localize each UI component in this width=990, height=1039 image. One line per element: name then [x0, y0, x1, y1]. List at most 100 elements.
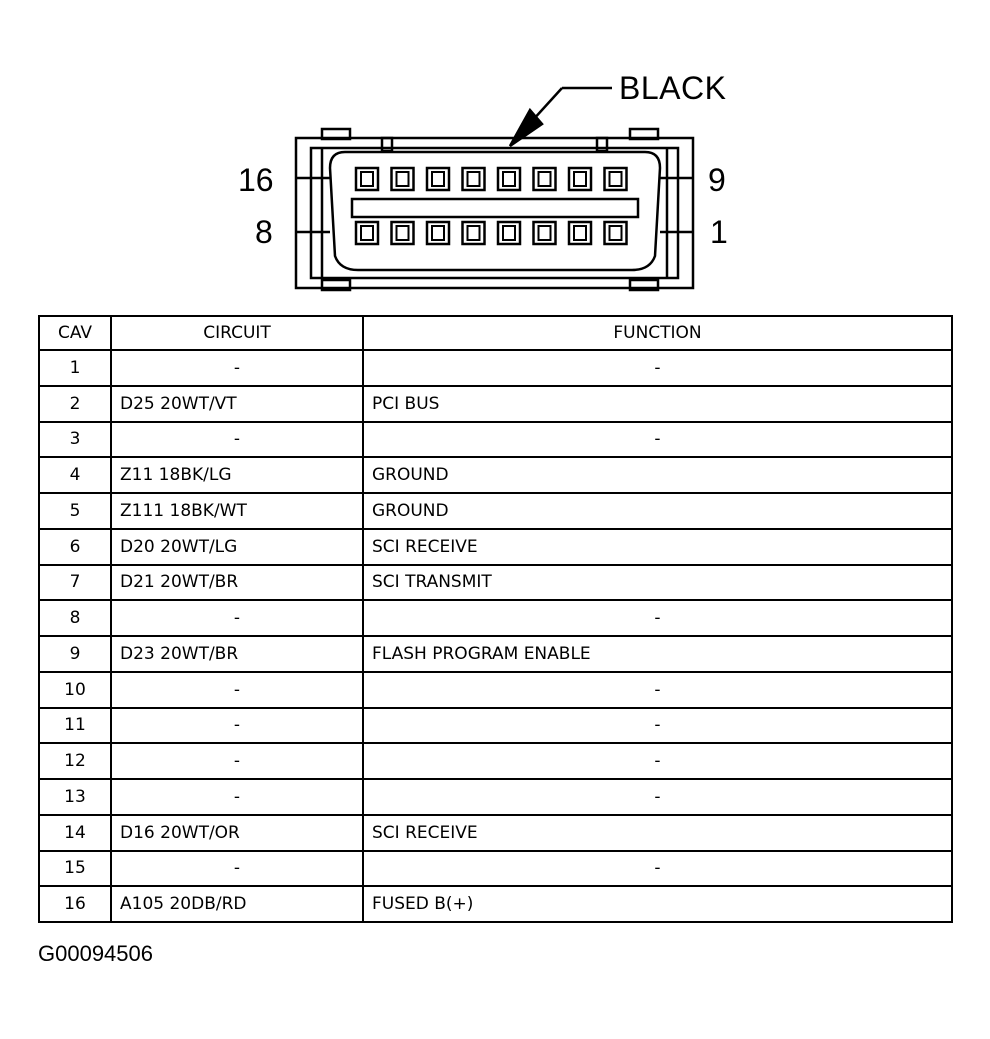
- connector-shroud: [328, 150, 662, 272]
- pin-cavity: [354, 166, 380, 192]
- cell-function: FUSED B(+): [362, 885, 953, 923]
- pin-cavity: [354, 220, 380, 246]
- cell-circuit: D21 20WT/BR: [110, 563, 364, 602]
- cell-cav: 10: [38, 670, 112, 709]
- pin-label-bottom-right: 1: [710, 214, 728, 250]
- pin-cavity: [390, 166, 415, 192]
- pin-cavity: [496, 166, 522, 192]
- cell-circuit: A105 20DB/RD: [110, 885, 364, 923]
- table-row: 3--: [38, 420, 953, 459]
- pin-label-top-left: 16: [238, 162, 274, 198]
- pin-terminal: [502, 171, 516, 187]
- pin-cavity: [603, 220, 628, 246]
- connector-color-label: BLACK: [619, 70, 727, 106]
- pin-row-top: [354, 166, 628, 192]
- pin-terminal: [537, 225, 552, 241]
- pin-cavity: [532, 220, 557, 246]
- table-header-row: CAV CIRCUIT FUNCTION: [38, 315, 953, 351]
- table-row: 12--: [38, 742, 953, 780]
- cell-function: GROUND: [362, 456, 953, 494]
- cell-function: -: [362, 670, 953, 709]
- cell-circuit: -: [110, 706, 364, 745]
- cell-function: -: [362, 849, 953, 888]
- pin-terminal: [395, 225, 410, 241]
- table-row: 13--: [38, 778, 953, 816]
- connector-diagram: [294, 86, 695, 292]
- cell-cav: 15: [38, 849, 112, 888]
- connector-key-bar: [350, 197, 640, 219]
- cell-cav: 1: [38, 349, 112, 387]
- cell-circuit: -: [110, 742, 364, 780]
- pin-cavity: [461, 220, 486, 246]
- cell-function: SCI RECEIVE: [362, 527, 953, 566]
- pin-cavity: [567, 166, 593, 192]
- cell-cav: 8: [38, 599, 112, 637]
- pin-cavity: [603, 166, 628, 192]
- pin-terminal: [360, 171, 374, 187]
- pin-terminal: [360, 225, 374, 241]
- cell-circuit: D25 20WT/VT: [110, 384, 364, 423]
- pin-row-bottom: [354, 220, 628, 246]
- table-row: 11--: [38, 706, 953, 745]
- pin-cavity: [461, 166, 486, 192]
- cell-function: -: [362, 599, 953, 637]
- cell-function: -: [362, 420, 953, 459]
- cell-cav: 3: [38, 420, 112, 459]
- cell-cav: 13: [38, 778, 112, 816]
- pin-terminal: [431, 225, 445, 241]
- pin-terminal: [608, 225, 623, 241]
- table-row: 10--: [38, 670, 953, 709]
- connector-frame: [309, 146, 680, 280]
- cell-circuit: -: [110, 599, 364, 637]
- table-row: 8--: [38, 599, 953, 637]
- housing-tab-left-bottom: [320, 278, 352, 292]
- housing-tab-left-top: [320, 127, 352, 141]
- pin-cavity: [390, 220, 415, 246]
- cell-function: -: [362, 778, 953, 816]
- cell-cav: 7: [38, 563, 112, 602]
- cell-function: FLASH PROGRAM ENABLE: [362, 635, 953, 673]
- cell-circuit: -: [110, 349, 364, 387]
- header-circuit: CIRCUIT: [110, 315, 364, 351]
- table-row: 1--: [38, 349, 953, 387]
- pin-terminal: [608, 171, 623, 187]
- pin-terminal: [537, 171, 552, 187]
- cell-circuit: -: [110, 849, 364, 888]
- pin-cavity: [567, 220, 593, 246]
- pin-cavity: [496, 220, 522, 246]
- cell-circuit: -: [110, 778, 364, 816]
- pin-cavity: [532, 166, 557, 192]
- housing-tab-right-bottom: [628, 278, 660, 292]
- cell-function: GROUND: [362, 492, 953, 530]
- leader-arrowhead: [508, 107, 544, 148]
- figure-id: G00094506: [38, 941, 153, 966]
- pin-terminal: [466, 171, 481, 187]
- pin-terminal: [466, 225, 481, 241]
- cell-function: PCI BUS: [362, 384, 953, 423]
- cell-circuit: Z11 18BK/LG: [110, 456, 364, 494]
- housing-tab-right-top: [628, 127, 660, 141]
- cell-cav: 9: [38, 635, 112, 673]
- cell-cav: 12: [38, 742, 112, 780]
- cell-function: -: [362, 349, 953, 387]
- pin-terminal: [573, 171, 587, 187]
- cell-cav: 2: [38, 384, 112, 423]
- cell-cav: 14: [38, 813, 112, 852]
- cell-cav: 4: [38, 456, 112, 494]
- header-cav: CAV: [38, 315, 112, 351]
- cell-function: -: [362, 742, 953, 780]
- pin-terminal: [573, 225, 587, 241]
- cell-circuit: -: [110, 420, 364, 459]
- cell-cav: 16: [38, 885, 112, 923]
- cell-function: SCI TRANSMIT: [362, 563, 953, 602]
- cell-circuit: D23 20WT/BR: [110, 635, 364, 673]
